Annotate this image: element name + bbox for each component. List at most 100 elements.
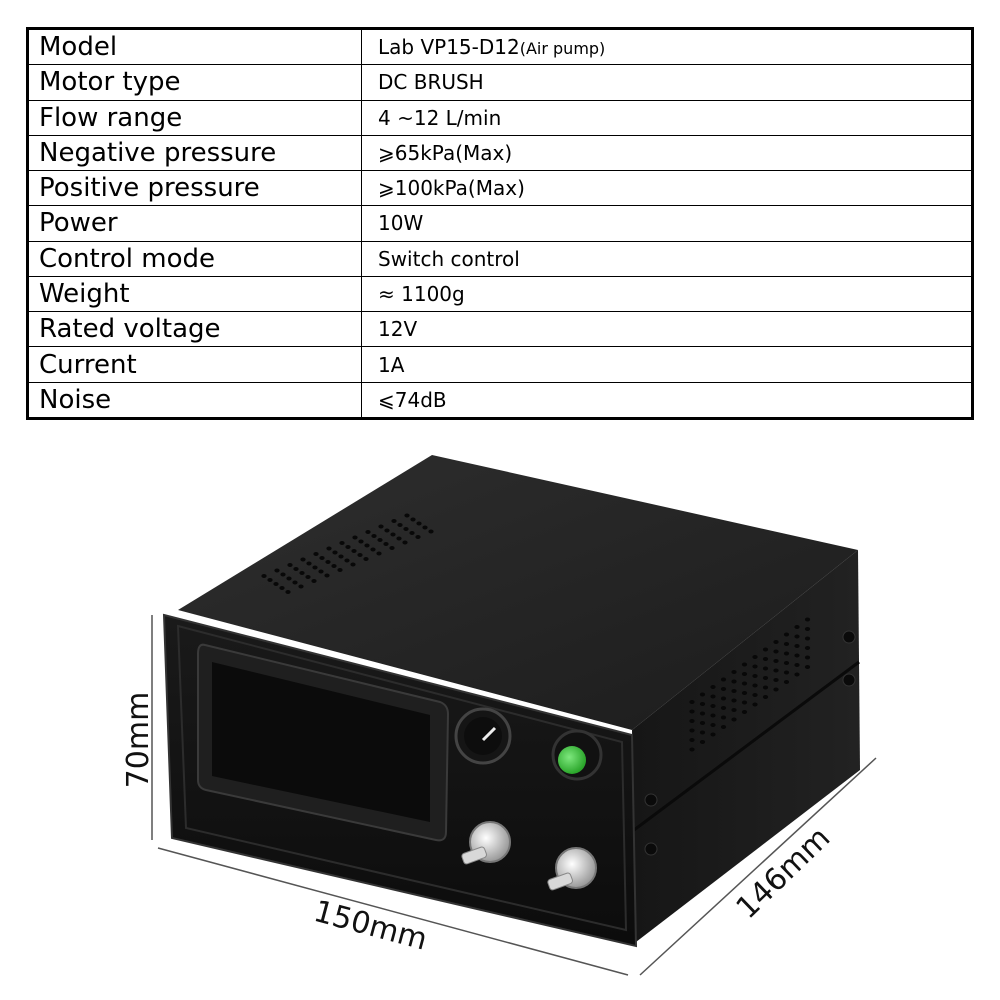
spec-row: Positive pressure ⩾100kPa(Max) <box>27 170 973 207</box>
vent-hole <box>313 552 319 556</box>
vent-hole <box>699 730 706 735</box>
vent-hole <box>689 747 695 752</box>
vent-hole <box>312 565 318 570</box>
vent-hole <box>804 655 811 660</box>
vent-hole <box>804 617 811 622</box>
spec-label: Model <box>27 27 362 66</box>
vent-hole <box>731 708 737 712</box>
vent-hole <box>773 649 779 654</box>
spec-label: Current <box>27 346 362 383</box>
vent-hole <box>741 691 748 695</box>
spec-value: DC BRUSH <box>378 70 484 95</box>
spec-label: Negative pressure <box>27 134 362 172</box>
spec-value: 12V <box>378 317 418 342</box>
vent-hole <box>391 519 397 523</box>
vent-hole <box>689 709 695 714</box>
spec-label: Rated voltage <box>27 311 362 348</box>
vent-hole <box>762 685 769 690</box>
spec-label: Motor type <box>27 64 362 101</box>
spec-row: Motor type DC BRUSH <box>27 64 973 101</box>
vent-hole <box>410 517 416 522</box>
vent-hole <box>286 576 292 581</box>
vent-hole <box>783 651 790 656</box>
vent-hole <box>293 567 299 571</box>
vent-hole <box>699 740 706 744</box>
vent-hole <box>752 674 758 678</box>
vent-hole <box>689 700 695 704</box>
vent-hole <box>305 575 311 579</box>
vent-hole <box>710 732 716 737</box>
vent-hole <box>794 653 800 658</box>
spec-row: Noise ⩽74dB <box>27 381 973 420</box>
vent-hole <box>397 523 403 527</box>
vent-hole <box>710 704 716 708</box>
spec-label: Flow range <box>27 99 362 136</box>
vent-hole <box>783 661 790 665</box>
spec-value-note: (Air pump) <box>519 39 606 59</box>
spec-value-cell: ⩾100kPa(Max) <box>361 170 973 207</box>
vent-hole <box>752 655 758 659</box>
spec-value: 4 ~12 L/min <box>378 105 502 130</box>
vent-hole <box>741 710 748 714</box>
vent-hole <box>292 580 298 585</box>
spec-row: Weight≈ 1100g <box>27 275 973 313</box>
vent-hole <box>731 698 737 703</box>
power-button[interactable] <box>551 729 603 781</box>
vent-hole <box>752 702 758 707</box>
vent-hole <box>415 535 421 539</box>
vent-hole <box>376 551 382 556</box>
screw <box>842 630 856 644</box>
spec-label: Positive pressure <box>27 170 362 207</box>
spec-value: ⩽74dB <box>378 387 447 412</box>
vent-hole <box>720 687 727 691</box>
vent-hole <box>731 717 737 722</box>
spec-row: Negative pressure⩾65kPa(Max) <box>27 134 973 172</box>
vent-hole <box>287 563 293 567</box>
vent-hole <box>794 663 800 667</box>
vent-hole <box>344 558 350 563</box>
vent-hole <box>731 670 737 674</box>
vent-hole <box>752 693 758 697</box>
vent-hole <box>350 562 356 567</box>
vent-hole <box>762 647 769 652</box>
vent-hole <box>357 553 363 557</box>
spec-row: Rated voltage 12V <box>27 311 973 348</box>
spec-table: Model Lab VP15-D12(Air pump) Motor type DC … <box>26 27 974 420</box>
air-fitting-left[interactable] <box>461 821 511 865</box>
vent-hole <box>319 556 325 560</box>
vent-hole <box>773 668 779 673</box>
adjustment-knob[interactable] <box>454 707 512 765</box>
screw <box>644 793 658 807</box>
spec-label: Control mode <box>27 240 362 277</box>
vent-hole <box>279 586 285 590</box>
screw <box>842 673 856 687</box>
height-dimension-label: 70mm <box>121 692 156 789</box>
spec-value-cell: 10W <box>361 205 973 242</box>
vent-hole <box>720 677 727 682</box>
vent-hole <box>338 554 344 559</box>
vent-hole <box>794 634 800 639</box>
vent-hole <box>358 539 364 544</box>
vent-hole <box>720 706 727 710</box>
product-illustration: 70mm 150mm 146mm <box>121 455 877 976</box>
vent-hole <box>741 662 748 667</box>
vent-hole <box>311 579 317 583</box>
vent-hole <box>351 549 357 553</box>
vent-hole <box>699 711 706 716</box>
spec-value: Lab VP15-D12 <box>378 35 520 60</box>
device-top-face <box>178 455 858 730</box>
spec-label: Noise <box>27 381 362 420</box>
vent-hole <box>699 702 706 706</box>
vent-hole <box>773 640 779 644</box>
vent-hole <box>396 536 402 541</box>
vent-hole <box>710 694 716 699</box>
vent-hole <box>773 659 779 663</box>
side-seam <box>633 660 860 832</box>
spec-value-cell: 4 ~12 L/min <box>361 99 973 136</box>
vent-hole <box>428 529 434 534</box>
air-fitting-right[interactable] <box>547 847 597 891</box>
vent-hole <box>783 680 790 684</box>
vent-hole <box>298 584 304 589</box>
spec-value: ⩾100kPa(Max) <box>378 176 525 201</box>
vent-hole <box>352 535 358 540</box>
